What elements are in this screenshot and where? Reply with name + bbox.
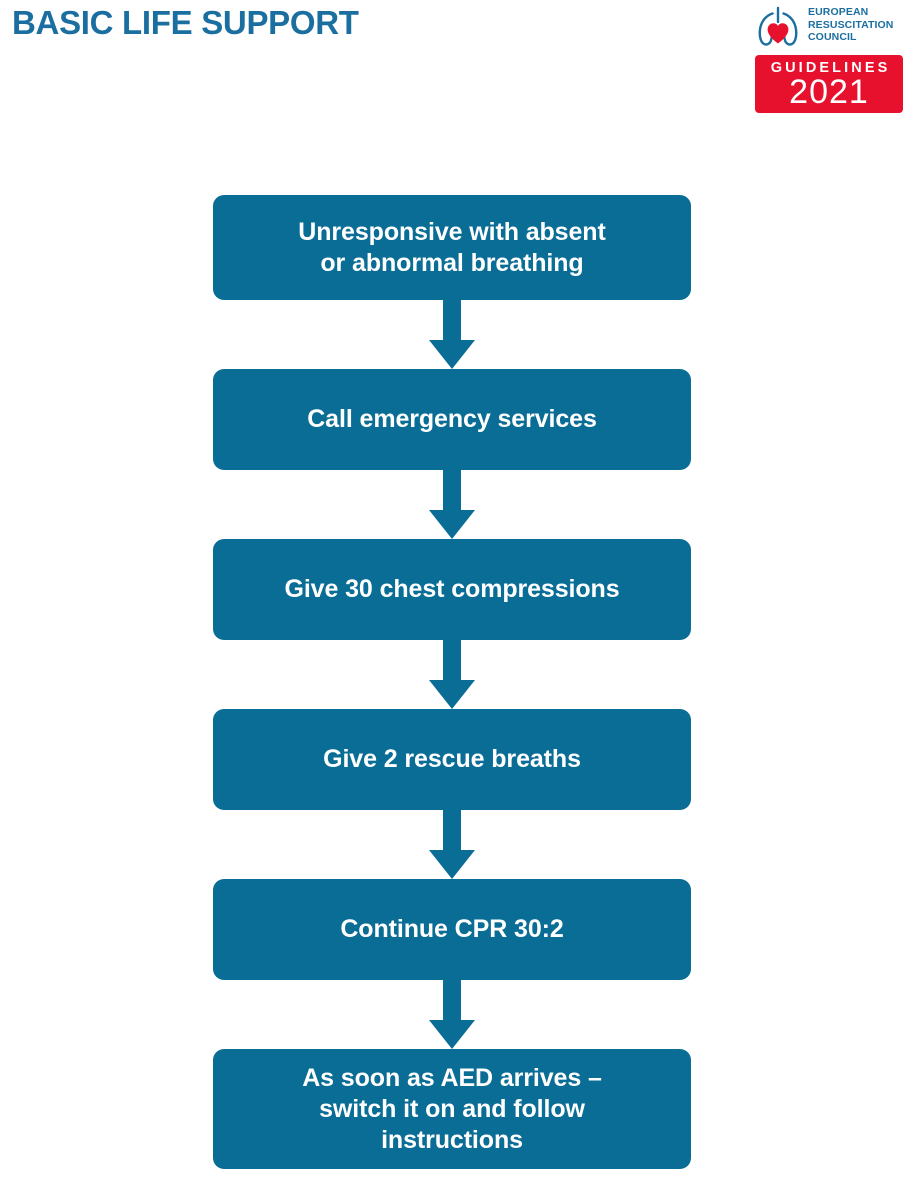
flow-step-6-label: As soon as AED arrives – switch it on an… — [302, 1063, 602, 1154]
erc-logo: EUROPEAN RESUSCITATION COUNCIL GUIDELINE… — [752, 0, 905, 118]
flow-arrow-4-to-5 — [429, 810, 475, 879]
flow-step-3-label: Give 30 chest compressions — [284, 575, 620, 603]
page-title: BASIC LIFE SUPPORT — [12, 4, 359, 41]
guidelines-badge: GUIDELINES 2021 — [755, 55, 903, 113]
flow-step-5: Continue CPR 30:2 — [213, 879, 691, 980]
flow-step-5-label: Continue CPR 30:2 — [340, 915, 564, 943]
guidelines-badge-word: GUIDELINES — [770, 60, 891, 76]
erc-org-line-3: COUNCIL — [808, 31, 857, 44]
flow-step-2: Call emergency services — [213, 369, 691, 470]
erc-lungs-heart-icon — [752, 2, 804, 54]
flow-step-3: Give 30 chest compressions — [213, 539, 691, 640]
erc-org-name: EUROPEAN RESUSCITATION COUNCIL — [808, 6, 905, 44]
flow-arrow-3-to-4 — [429, 640, 475, 709]
flow-step-1: Unresponsive with absent or abnormal bre… — [213, 195, 691, 300]
flow-step-2-label: Call emergency services — [307, 405, 597, 433]
guidelines-badge-year: 2021 — [789, 73, 869, 111]
flow-step-4: Give 2 rescue breaths — [213, 709, 691, 810]
page-header: BASIC LIFE SUPPORT EUROPEAN RESUSCITATIO… — [0, 0, 905, 130]
flow-arrow-1-to-2 — [429, 300, 475, 369]
flow-arrow-2-to-3 — [429, 470, 475, 539]
flow-step-4-label: Give 2 rescue breaths — [323, 745, 581, 773]
erc-org-line-2: RESUSCITATION — [808, 18, 894, 31]
flow-arrow-5-to-6 — [429, 980, 475, 1049]
erc-org-line-1: EUROPEAN — [808, 6, 869, 18]
flow-step-1-label: Unresponsive with absent or abnormal bre… — [298, 217, 606, 277]
flow-step-6: As soon as AED arrives – switch it on an… — [213, 1049, 691, 1169]
